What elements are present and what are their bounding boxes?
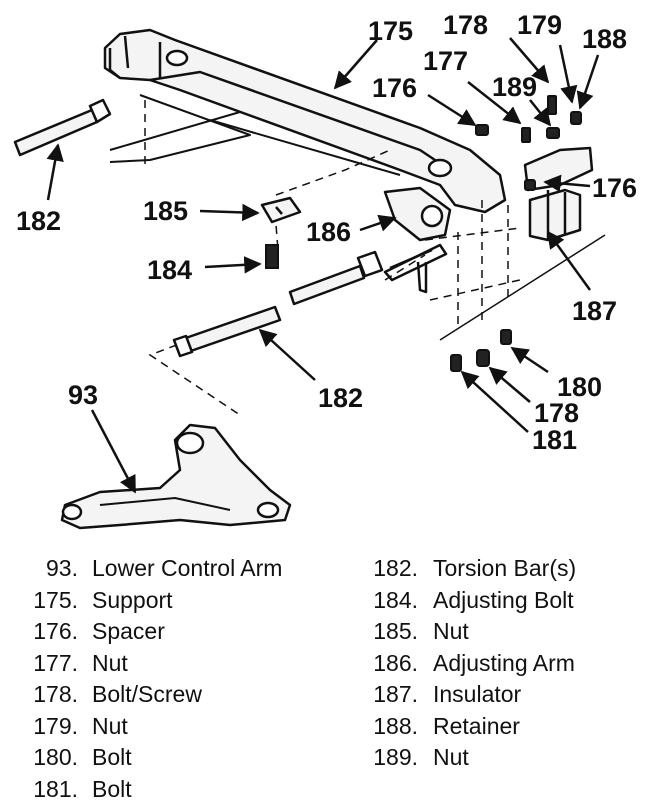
legend-number: 187. xyxy=(362,679,418,711)
legend-item: 176. Spacer xyxy=(24,616,354,648)
legend-item: 181. Bolt xyxy=(24,774,354,805)
legend-item: 93. Lower Control Arm xyxy=(24,553,354,585)
legend-description: Bolt/Screw xyxy=(92,679,202,711)
callout-177: 177 xyxy=(423,46,468,76)
legend-description: Support xyxy=(92,585,173,617)
legend-number: 177. xyxy=(24,648,78,680)
legend-number: 181. xyxy=(24,774,78,805)
legend-item: 178. Bolt/Screw xyxy=(24,679,354,711)
torsion-bar-upper xyxy=(15,100,110,155)
legend-item: 179. Nut xyxy=(24,711,354,743)
callout-186: 186 xyxy=(306,217,351,247)
legend-right-column: 182. Torsion Bar(s) 184. Adjusting Bolt … xyxy=(362,553,662,774)
callout-189: 189 xyxy=(492,72,537,102)
callout-178-lower: 178 xyxy=(534,398,579,428)
legend-number: 189. xyxy=(362,742,418,774)
legend-description: Nut xyxy=(92,648,128,680)
legend-description: Bolt xyxy=(92,742,132,774)
legend-number: 185. xyxy=(362,616,418,648)
callout-184: 184 xyxy=(147,255,192,285)
callout-179: 179 xyxy=(517,10,562,40)
legend-description: Adjusting Arm xyxy=(433,648,575,680)
legend-item: 177. Nut xyxy=(24,648,354,680)
legend-item: 175. Support xyxy=(24,585,354,617)
callout-188: 188 xyxy=(582,24,627,54)
legend-item: 184. Adjusting Bolt xyxy=(362,585,662,617)
legend-number: 93. xyxy=(24,553,78,585)
callout-182-lower: 182 xyxy=(318,383,363,413)
legend-number: 179. xyxy=(24,711,78,743)
legend-number: 176. xyxy=(24,616,78,648)
legend-item: 180. Bolt xyxy=(24,742,354,774)
legend-number: 186. xyxy=(362,648,418,680)
legend-number: 182. xyxy=(362,553,418,585)
callout-176-top: 176 xyxy=(372,73,417,103)
callout-93: 93 xyxy=(68,380,98,410)
legend-item: 187. Insulator xyxy=(362,679,662,711)
legend-item: 189. Nut xyxy=(362,742,662,774)
legend-description: Nut xyxy=(433,616,469,648)
legend-left-column: 93. Lower Control Arm 175. Support 176. … xyxy=(24,553,354,805)
legend-description: Nut xyxy=(433,742,469,774)
callout-176-right: 176 xyxy=(592,173,637,203)
adjusting-nut xyxy=(262,198,300,222)
adjusting-bolt xyxy=(266,245,278,268)
legend-description: Lower Control Arm xyxy=(92,553,282,585)
legend-description: Retainer xyxy=(433,711,520,743)
legend-number: 180. xyxy=(24,742,78,774)
legend-description: Adjusting Bolt xyxy=(433,585,574,617)
callout-175: 175 xyxy=(368,16,413,46)
callout-178-top: 178 xyxy=(443,10,488,40)
legend-number: 175. xyxy=(24,585,78,617)
legend-description: Nut xyxy=(92,711,128,743)
lower-control-arm xyxy=(62,425,290,528)
callout-185: 185 xyxy=(143,196,188,226)
legend-item: 182. Torsion Bar(s) xyxy=(362,553,662,585)
legend-description: Insulator xyxy=(433,679,521,711)
legend-description: Torsion Bar(s) xyxy=(433,553,576,585)
exploded-view-diagram: 175 178 179 188 177 176 189 176 182 185 … xyxy=(0,0,672,545)
legend-item: 186. Adjusting Arm xyxy=(362,648,662,680)
legend-item: 185. Nut xyxy=(362,616,662,648)
callout-181: 181 xyxy=(532,425,577,455)
legend-description: Spacer xyxy=(92,616,165,648)
callout-182-left: 182 xyxy=(16,206,61,236)
legend-number: 184. xyxy=(362,585,418,617)
legend-description: Bolt xyxy=(92,774,132,805)
torsion-bar-lower xyxy=(174,245,446,356)
legend-number: 178. xyxy=(24,679,78,711)
legend-item: 188. Retainer xyxy=(362,711,662,743)
callout-187: 187 xyxy=(572,296,617,326)
legend-number: 188. xyxy=(362,711,418,743)
